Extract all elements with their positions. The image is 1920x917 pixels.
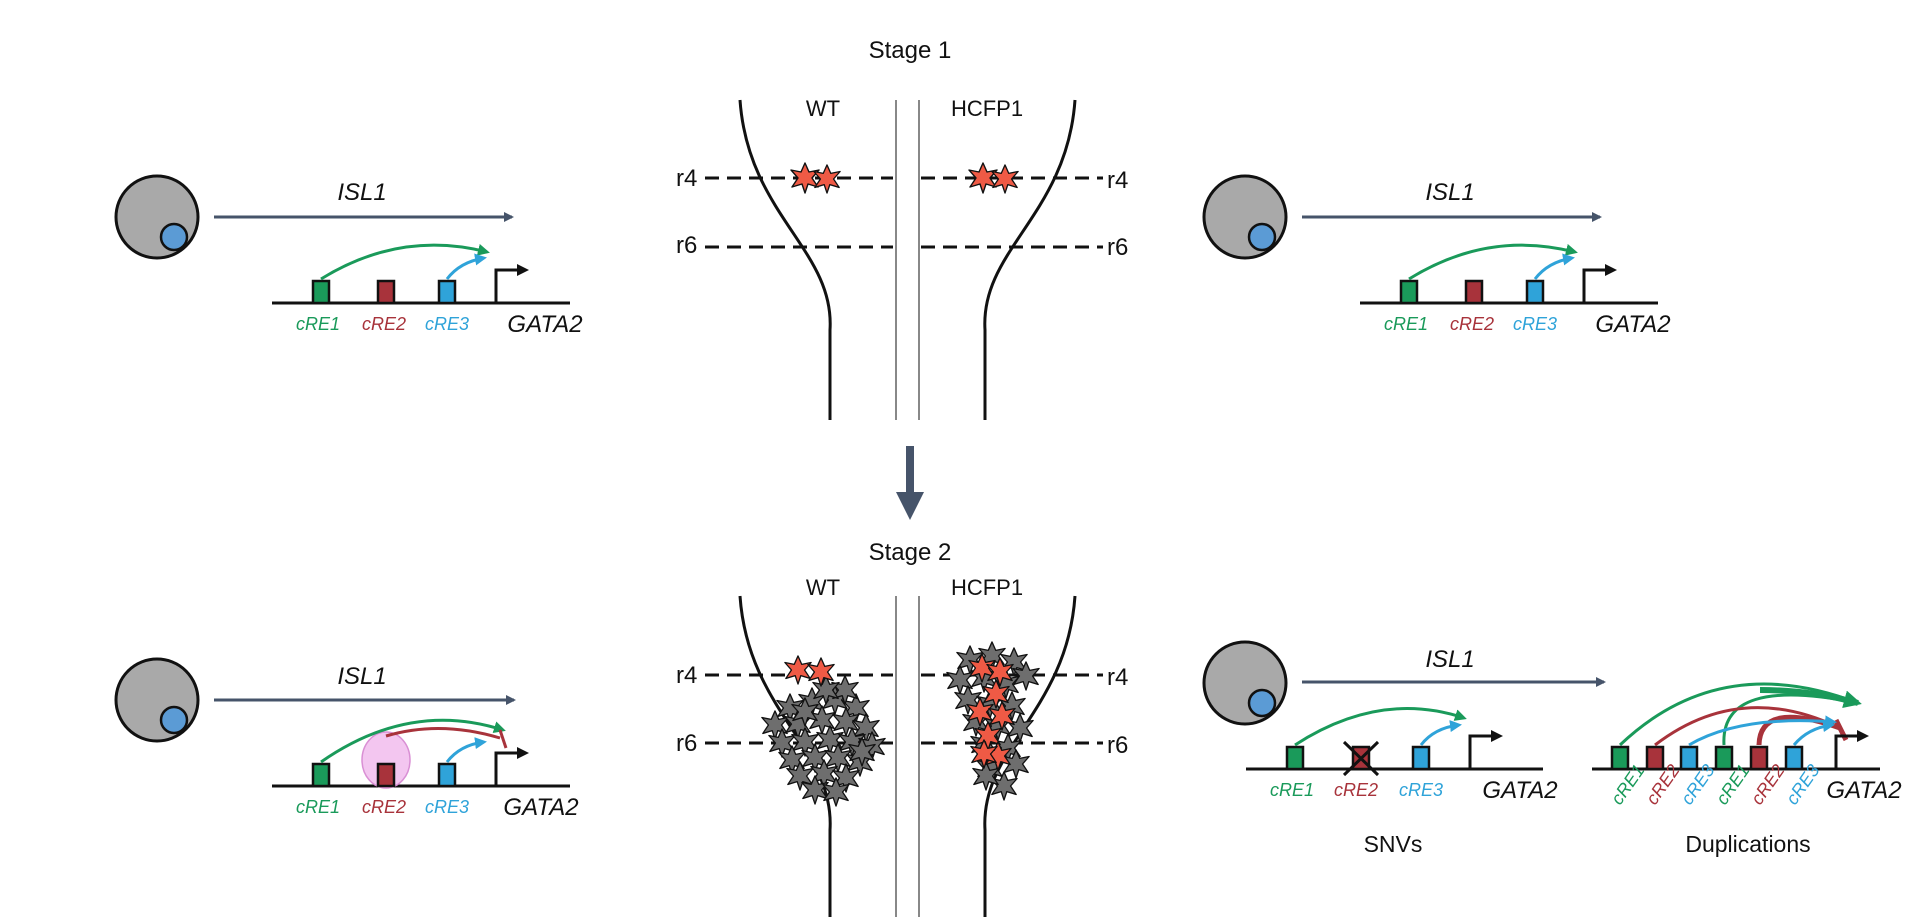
- cre3-element: [1784, 745, 1804, 771]
- stage2-wt-regulation: ISL1 cRE1 cRE2 cRE3 GATA2: [114, 657, 579, 821]
- snv-cross-icon: [1342, 740, 1380, 777]
- cre1-activation-arrow: [1618, 682, 1859, 747]
- cre3-label: cRE3: [425, 314, 469, 334]
- cre1-activation-arrow: [320, 718, 506, 764]
- cre1-label: cRE1: [1384, 314, 1428, 334]
- stage2-title: Stage 2: [869, 539, 952, 566]
- fbmn-neuron: [784, 655, 812, 685]
- cre3-activation-arrow: [1688, 715, 1837, 747]
- r4-label-left: r4: [676, 662, 697, 689]
- stage2-hcfp1-regulation: ISL1 cRE1 cRE2 cRE3 GATA2 SNVs: [1202, 640, 1902, 857]
- snvs-label: SNVs: [1364, 831, 1423, 857]
- cre3-element: [1679, 745, 1699, 771]
- stage1-wt-regulation: ISL1 cRE1 cRE2 cRE3 GATA2: [114, 174, 583, 338]
- stage1-title: Stage 1: [869, 37, 952, 64]
- cre3-element: [1525, 279, 1545, 305]
- gata2-promoter-arrow: [1468, 730, 1503, 769]
- r6-label-right: r6: [1107, 732, 1128, 759]
- snv-locus: cRE1 cRE2 cRE3 GATA2 SNVs: [1246, 707, 1558, 857]
- hindbrain-outline-right: [983, 99, 1077, 420]
- hindbrain-outline-left: [738, 99, 832, 420]
- gata2-label: GATA2: [1595, 311, 1670, 338]
- cre1-element: [1399, 279, 1419, 305]
- cre3-element: [437, 279, 457, 305]
- fbmn-neuron: [807, 657, 835, 687]
- gata2-promoter-arrow: [1834, 730, 1869, 769]
- cre2-element: [1645, 745, 1665, 771]
- duplications-label: Duplications: [1685, 831, 1810, 857]
- gata2-promoter-arrow: [1582, 264, 1617, 303]
- r6-label-right: r6: [1107, 234, 1128, 261]
- gata2-promoter-arrow: [494, 747, 529, 786]
- repressor-halo: [361, 731, 411, 789]
- cre1-label: cRE1: [296, 797, 340, 817]
- cre3-activation-arrow: [445, 253, 487, 280]
- cre1-element: [1714, 745, 1734, 771]
- stage-transition-arrow: [896, 446, 924, 520]
- cre2-label: cRE2: [362, 797, 406, 817]
- cre3-activation-arrow: [445, 737, 487, 763]
- stage1-hindbrain: Stage 1 WT HCFP1 r4 r6 r4 r6: [676, 37, 1128, 420]
- r4-label-right: r4: [1107, 664, 1128, 691]
- gata2-label: GATA2: [503, 794, 578, 821]
- cre3-activation-arrow: [1792, 720, 1835, 746]
- cell-icon: [1202, 174, 1288, 260]
- cre1-element: [1610, 745, 1630, 771]
- isl1-label: ISL1: [337, 663, 386, 690]
- wt-label: WT: [806, 96, 840, 121]
- cre3-element: [1411, 745, 1431, 771]
- hcfp1-label: HCFP1: [951, 96, 1023, 121]
- hcfp1-fbmn-cluster: [946, 641, 1040, 801]
- cre2-label: cRE2: [362, 314, 406, 334]
- gata2-label: GATA2: [1482, 777, 1557, 804]
- cre2-element: [376, 279, 396, 305]
- r4-label-right: r4: [1107, 167, 1128, 194]
- wt-label: WT: [806, 575, 840, 600]
- cre3-label: cRE3: [425, 797, 469, 817]
- cre1-label: cRE1: [296, 314, 340, 334]
- cre2-element: [376, 762, 396, 788]
- isl1-label: ISL1: [337, 179, 386, 206]
- cre1-activation-arrow: [1294, 707, 1467, 747]
- wt-fbmn-cluster: [761, 655, 886, 807]
- cre2-label: cRE2: [1334, 780, 1378, 800]
- cre2-repression-bar: [498, 729, 508, 749]
- cre3-element: [437, 762, 457, 788]
- cre1-activation-arrow: [320, 243, 490, 281]
- cell-icon: [1202, 640, 1288, 726]
- gata2-label: GATA2: [507, 311, 582, 338]
- cell-icon: [114, 657, 200, 743]
- cre2-repression-arrow: [385, 726, 501, 740]
- cre1-element: [311, 762, 331, 788]
- r6-label-left: r6: [676, 730, 697, 757]
- cre3-activation-arrow: [1533, 253, 1575, 280]
- cre3-activation-arrow: [1419, 720, 1462, 746]
- cre3-label: cRE3: [1399, 780, 1443, 800]
- hcfp1-label: HCFP1: [951, 575, 1023, 600]
- combined-activation-arrow: [1759, 687, 1862, 709]
- isl1-label: ISL1: [1425, 179, 1474, 206]
- cre3-label: cRE3: [1513, 314, 1557, 334]
- cre2-element: [1749, 745, 1769, 771]
- cre1-label: cRE1: [1270, 780, 1314, 800]
- cre1-element: [311, 279, 331, 305]
- cre2-element: [1464, 279, 1484, 305]
- gata2-promoter-arrow: [494, 264, 529, 303]
- cre2-label: cRE2: [1450, 314, 1494, 334]
- r6-label-left: r6: [676, 232, 697, 259]
- r4-label-left: r4: [676, 165, 697, 192]
- cre1-element: [1285, 745, 1305, 771]
- cell-icon: [114, 174, 200, 260]
- duplication-locus: cRE1 cRE2 cRE3 cRE1 cRE2 cRE3 GATA2 Dupl…: [1592, 682, 1902, 857]
- hindbrain-outline-left: [738, 595, 832, 917]
- cre2-repression-arrow: [1654, 706, 1841, 747]
- stage1-hcfp1-regulation: ISL1 cRE1 cRE2 cRE3 GATA2: [1202, 174, 1671, 338]
- isl1-label: ISL1: [1425, 646, 1474, 673]
- cre1-activation-arrow: [1408, 243, 1578, 281]
- gata2-label: GATA2: [1826, 777, 1901, 804]
- stage2-hindbrain: Stage 2 WT HCFP1 r4 r6 r4 r6: [676, 539, 1128, 917]
